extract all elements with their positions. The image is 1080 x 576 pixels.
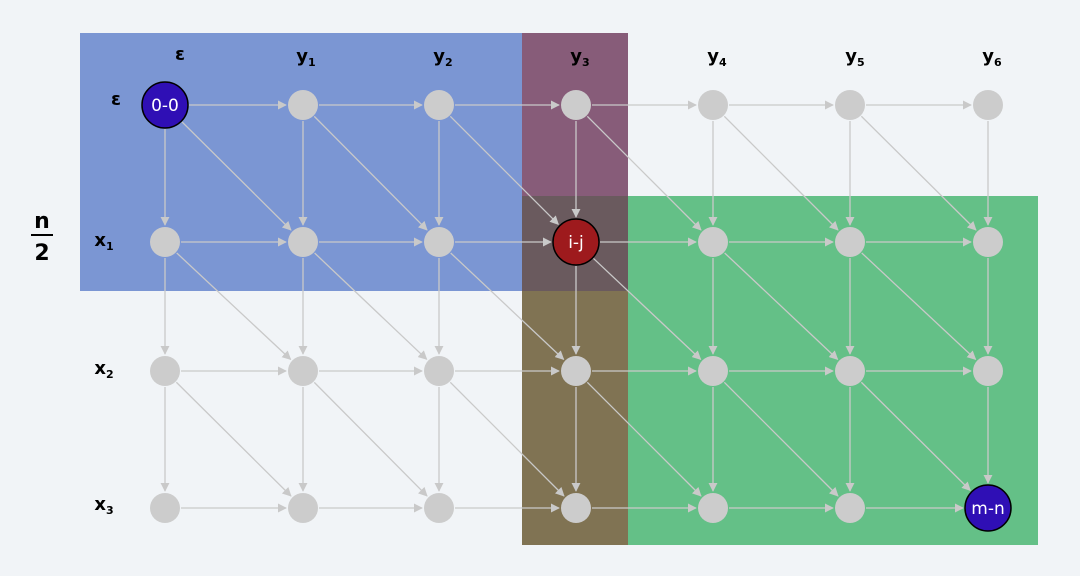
node-circle [835, 90, 865, 120]
grid-node [288, 356, 318, 386]
node-endpoint: m-n [964, 484, 1012, 532]
col-label-3: y3 [570, 46, 589, 69]
edge-diagonal-0-3 [586, 115, 702, 231]
row-label-3: x3 [94, 494, 113, 517]
grid-node [424, 493, 454, 523]
node-circle [835, 227, 865, 257]
node-circle [424, 227, 454, 257]
edge-diagonal-0-1 [313, 115, 428, 231]
grid-node [835, 493, 865, 523]
grid-node [424, 356, 454, 386]
edge-diagonal-2-2 [449, 381, 565, 497]
node-circle [698, 356, 728, 386]
grid-node [835, 227, 865, 257]
node-circle [964, 484, 1012, 532]
col-label-6: y6 [982, 46, 1002, 69]
row-label-0: ε [111, 89, 121, 110]
grid-node [698, 493, 728, 523]
grid-node [424, 227, 454, 257]
node-circle [288, 493, 318, 523]
node-endpoint: 0-0 [141, 81, 189, 129]
edge-layer [160, 100, 993, 513]
grid-node [698, 356, 728, 386]
node-circle [698, 227, 728, 257]
grid-node [973, 227, 1003, 257]
node-circle [424, 493, 454, 523]
edge-diagonal-0-0 [181, 121, 292, 231]
node-circle [973, 227, 1003, 257]
node-circle [698, 90, 728, 120]
edge-diagonal-1-0 [176, 252, 292, 361]
edge-diagonal-0-2 [449, 115, 559, 225]
node-circle [150, 356, 180, 386]
node-circle [552, 218, 600, 266]
grid-node [835, 356, 865, 386]
node-circle [561, 90, 591, 120]
grid-node [150, 356, 180, 386]
node-circle [424, 90, 454, 120]
col-label-1: y1 [296, 46, 315, 69]
node-circle [288, 90, 318, 120]
edge-diagonal-2-3 [586, 381, 702, 497]
grid-node [698, 90, 728, 120]
grid-node [150, 227, 180, 257]
node-circle [698, 493, 728, 523]
edge-diagonal-1-1 [314, 252, 428, 360]
grid-node [288, 493, 318, 523]
edge-diagonal-1-4 [724, 252, 839, 360]
node-circle [141, 81, 189, 129]
edge-diagonal-1-5 [861, 252, 977, 361]
node-middle: i-j [552, 218, 600, 266]
fraction-denominator: 2 [34, 241, 49, 266]
node-circle [288, 356, 318, 386]
node-circle [150, 493, 180, 523]
edge-diagonal-0-4 [723, 115, 839, 231]
node-circle [973, 90, 1003, 120]
edge-diagonal-2-1 [313, 381, 428, 497]
grid-node [424, 90, 454, 120]
node-circle [150, 227, 180, 257]
edge-diagonal-2-4 [723, 381, 839, 497]
node-circle [424, 356, 454, 386]
row-label-1: x1 [94, 230, 113, 253]
edge-diagonal-1-2 [450, 252, 565, 360]
node-circle [561, 493, 591, 523]
grid-node [561, 90, 591, 120]
edge-diagonal-2-5 [860, 381, 971, 492]
col-label-2: y2 [433, 46, 452, 69]
grid-node [561, 493, 591, 523]
edge-diagonal-1-3 [593, 257, 702, 360]
grid-node [288, 90, 318, 120]
edge-diagonal-0-5 [860, 115, 977, 231]
row-label-2: x2 [94, 358, 113, 381]
col-label-4: y4 [707, 46, 727, 69]
grid-node [835, 90, 865, 120]
fraction-numerator: n [34, 209, 50, 234]
grid-node [561, 356, 591, 386]
node-circle [561, 356, 591, 386]
grid-node [150, 493, 180, 523]
node-circle [288, 227, 318, 257]
grid-node [288, 227, 318, 257]
grid-node [698, 227, 728, 257]
fraction-n-over-2: n 2 [31, 209, 53, 266]
col-label-0: ε [175, 44, 185, 65]
node-layer: 0-0 i-j m-n [141, 81, 1012, 532]
node-label: i-j [568, 233, 584, 253]
grid-node [973, 356, 1003, 386]
node-label: 0-0 [151, 96, 179, 116]
node-label: m-n [971, 499, 1004, 519]
grid-node [973, 90, 1003, 120]
col-label-5: y5 [845, 46, 864, 69]
node-circle [835, 356, 865, 386]
edge-diagonal-2-0 [175, 381, 292, 497]
node-circle [973, 356, 1003, 386]
node-circle [835, 493, 865, 523]
